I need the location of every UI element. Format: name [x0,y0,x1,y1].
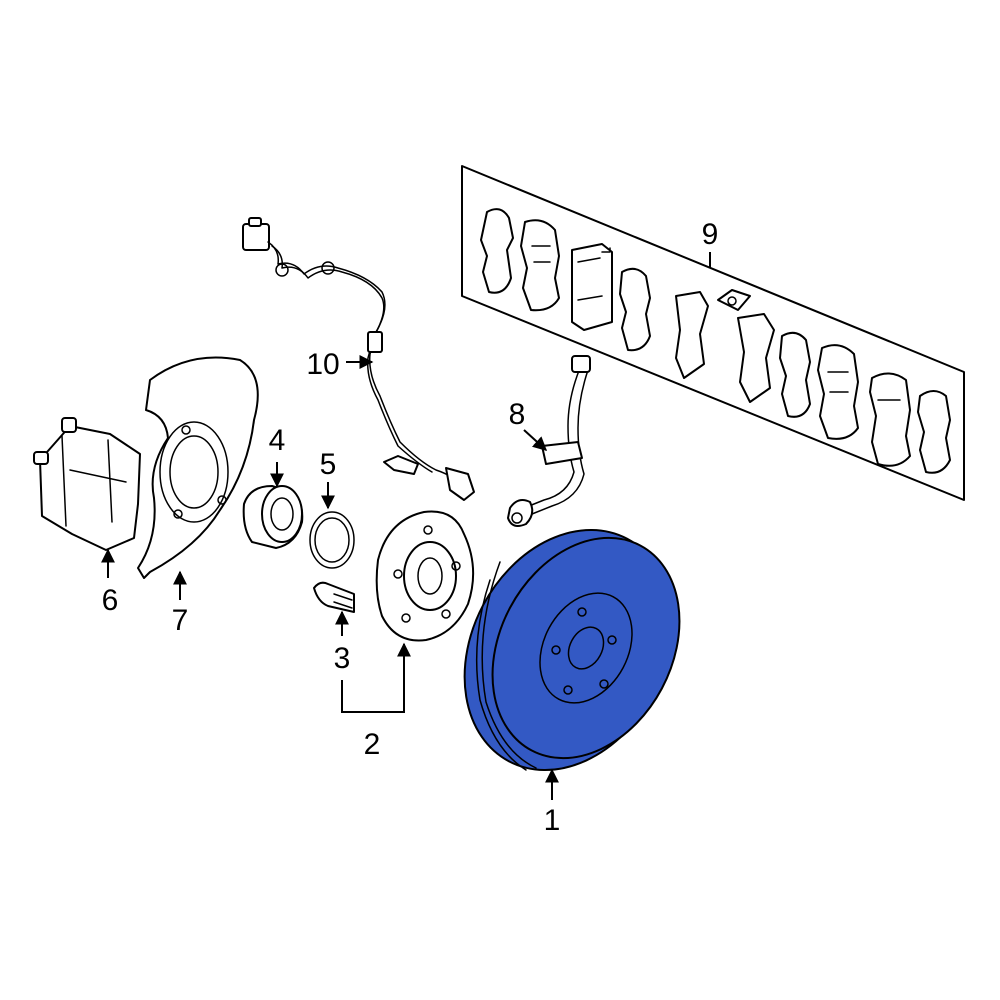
callout-9: 9 [702,218,719,251]
callout-4: 4 [269,424,286,457]
caliper [33,417,141,551]
wheel-bearing [242,485,304,549]
abs-sensor-harness [242,217,475,501]
callout-10: 10 [306,348,339,381]
leader-8 [523,429,548,451]
pad-4 [619,267,651,352]
pad-9 [869,372,911,467]
pad-3 [571,243,613,331]
snap-ring [309,511,355,569]
leader-lines [101,252,711,800]
rotor-face [491,536,681,760]
pad-2 [520,219,560,312]
pad-1 [480,208,514,294]
callout-labels: 1 2 3 4 5 6 7 8 9 10 [102,218,719,837]
pad-5 [675,291,709,379]
dust-shield [137,356,259,579]
callout-6: 6 [102,584,119,617]
wheel-hub [375,510,475,642]
pad-clip [717,289,751,311]
callout-1: 1 [544,804,561,837]
callout-5: 5 [320,448,337,481]
leader-2 [341,642,411,713]
pad-7 [779,331,811,418]
pad-10 [917,390,951,474]
rotor-vents [475,561,537,771]
callout-2: 2 [364,728,381,761]
hub-bolt [313,581,355,613]
callout-3: 3 [334,642,351,675]
brake-rotor [463,528,681,772]
pad-6 [737,313,775,403]
pad-kit-panel [461,165,965,501]
callout-8: 8 [509,398,526,431]
callout-7: 7 [172,604,189,637]
brake-hose [507,355,591,527]
pad-8 [817,344,859,440]
